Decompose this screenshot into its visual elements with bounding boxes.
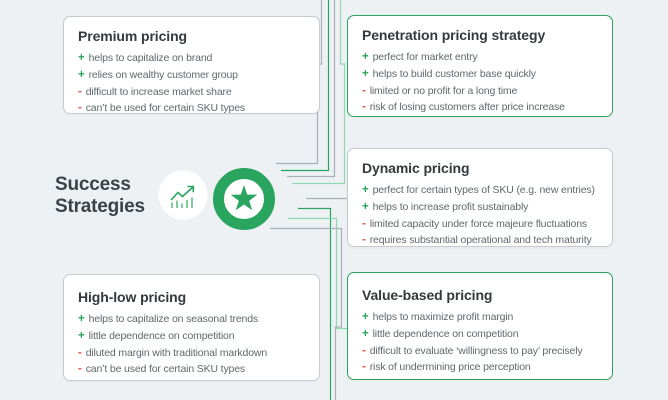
trace-bottom-gray bbox=[270, 227, 343, 400]
center-icon-group bbox=[155, 167, 275, 230]
card-title: Premium pricing bbox=[78, 28, 187, 44]
item-text: helps to maximize profit margin bbox=[372, 311, 514, 323]
plus-icon: + bbox=[362, 311, 369, 323]
list-item: +helps to capitalize on seasonal trends bbox=[78, 311, 305, 328]
minus-icon: - bbox=[362, 344, 366, 357]
minus-icon: - bbox=[78, 346, 82, 359]
minus-icon: - bbox=[362, 101, 366, 114]
item-text: little dependence on competition bbox=[88, 329, 235, 342]
trace-bottom-green bbox=[298, 207, 332, 400]
card-title: High-low pricing bbox=[78, 289, 187, 305]
list-item: -diluted margin with traditional markdow… bbox=[78, 345, 305, 362]
list-item: -risk of losing customers after price in… bbox=[362, 99, 598, 116]
list-item: +helps to increase profit sustainably bbox=[362, 199, 598, 216]
item-text: little dependence on competition bbox=[372, 327, 519, 340]
list-item: +relies on wealthy customer group bbox=[78, 67, 305, 84]
plus-icon: + bbox=[362, 51, 369, 63]
diagram-title: Success Strategies bbox=[55, 174, 145, 218]
item-text: helps to capitalize on seasonal trends bbox=[88, 313, 259, 325]
card-value-based-pricing: Value-based pricing +helps to maximize p… bbox=[347, 272, 613, 380]
item-text: helps to build customer base quickly bbox=[372, 67, 536, 80]
plus-icon: + bbox=[78, 68, 85, 81]
plus-icon: + bbox=[362, 327, 369, 340]
item-text: difficult to increase market share bbox=[85, 85, 232, 98]
minus-icon: - bbox=[362, 234, 366, 247]
card-high-low-pricing: High-low pricing +helps to capitalize on… bbox=[63, 274, 320, 381]
item-text: helps to capitalize on brand bbox=[88, 52, 213, 64]
diagram-title-line2: Strategies bbox=[55, 196, 145, 217]
trace-top-gray-2 bbox=[287, 0, 336, 178]
minus-icon: - bbox=[362, 84, 366, 97]
item-text: requires substantial operational and tec… bbox=[369, 234, 592, 247]
minus-icon: - bbox=[78, 363, 82, 376]
item-text: difficult to evaluate ‘willingness to pa… bbox=[369, 344, 583, 357]
star-badge-icon bbox=[213, 168, 275, 230]
card-premium-pricing: Premium pricing +helps to capitalize on … bbox=[63, 16, 320, 114]
item-text: limited capacity under force majeure flu… bbox=[369, 217, 588, 230]
item-text: risk of losing customers after price inc… bbox=[369, 101, 565, 114]
list-item: +perfect for market entry bbox=[362, 49, 598, 66]
minus-icon: - bbox=[78, 102, 82, 115]
list-item: +helps to maximize profit margin bbox=[362, 309, 598, 326]
item-text: diluted margin with traditional markdown bbox=[85, 346, 268, 359]
trace-bottom-lightgreen bbox=[288, 217, 348, 330]
plus-icon: + bbox=[362, 184, 369, 196]
plus-icon: + bbox=[78, 329, 85, 342]
list-item: -difficult to increase market share bbox=[78, 84, 305, 101]
plus-icon: + bbox=[362, 67, 369, 80]
trace-top-lightgreen bbox=[292, 0, 346, 185]
card-penetration-pricing: Penetration pricing strategy +perfect fo… bbox=[347, 15, 613, 117]
item-text: helps to increase profit sustainably bbox=[372, 200, 529, 213]
card-dynamic-pricing: Dynamic pricing +perfect for certain typ… bbox=[347, 148, 613, 247]
item-text: relies on wealthy customer group bbox=[88, 68, 238, 81]
list-item: +helps to build customer base quickly bbox=[362, 66, 598, 83]
plus-icon: + bbox=[362, 200, 369, 213]
plus-icon: + bbox=[78, 313, 85, 325]
item-text: perfect for certain types of SKU (e.g. n… bbox=[372, 184, 595, 196]
plus-icon: + bbox=[78, 52, 85, 64]
card-title: Dynamic pricing bbox=[362, 160, 470, 176]
list-item: -can’t be used for certain SKU types bbox=[78, 361, 305, 378]
item-text: can’t be used for certain SKU types bbox=[85, 363, 246, 376]
trace-top-green bbox=[281, 0, 330, 172]
item-text: perfect for market entry bbox=[372, 51, 478, 63]
growth-chart-icon bbox=[155, 167, 211, 223]
minus-icon: - bbox=[362, 217, 366, 230]
card-title: Value-based pricing bbox=[362, 287, 493, 303]
list-item: -requires substantial operational and te… bbox=[362, 232, 598, 249]
item-text: risk of undermining price perception bbox=[369, 361, 531, 374]
list-item: -limited capacity under force majeure fl… bbox=[362, 216, 598, 233]
minus-icon: - bbox=[78, 85, 82, 98]
minus-icon: - bbox=[362, 361, 366, 374]
card-title: Penetration pricing strategy bbox=[362, 27, 546, 43]
list-item: +little dependence on competition bbox=[362, 326, 598, 343]
list-item: +perfect for certain types of SKU (e.g. … bbox=[362, 182, 598, 199]
list-item: +helps to capitalize on brand bbox=[78, 50, 305, 67]
list-item: -risk of undermining price perception bbox=[362, 359, 598, 376]
list-item: -can’t be used for certain SKU types bbox=[78, 100, 305, 117]
diagram-title-line1: Success bbox=[55, 174, 131, 195]
list-item: -limited or no profit for a long time bbox=[362, 83, 598, 100]
item-text: can’t be used for certain SKU types bbox=[85, 102, 246, 115]
list-item: +little dependence on competition bbox=[78, 328, 305, 345]
list-item: -difficult to evaluate ‘willingness to p… bbox=[362, 343, 598, 360]
item-text: limited or no profit for a long time bbox=[369, 84, 518, 97]
